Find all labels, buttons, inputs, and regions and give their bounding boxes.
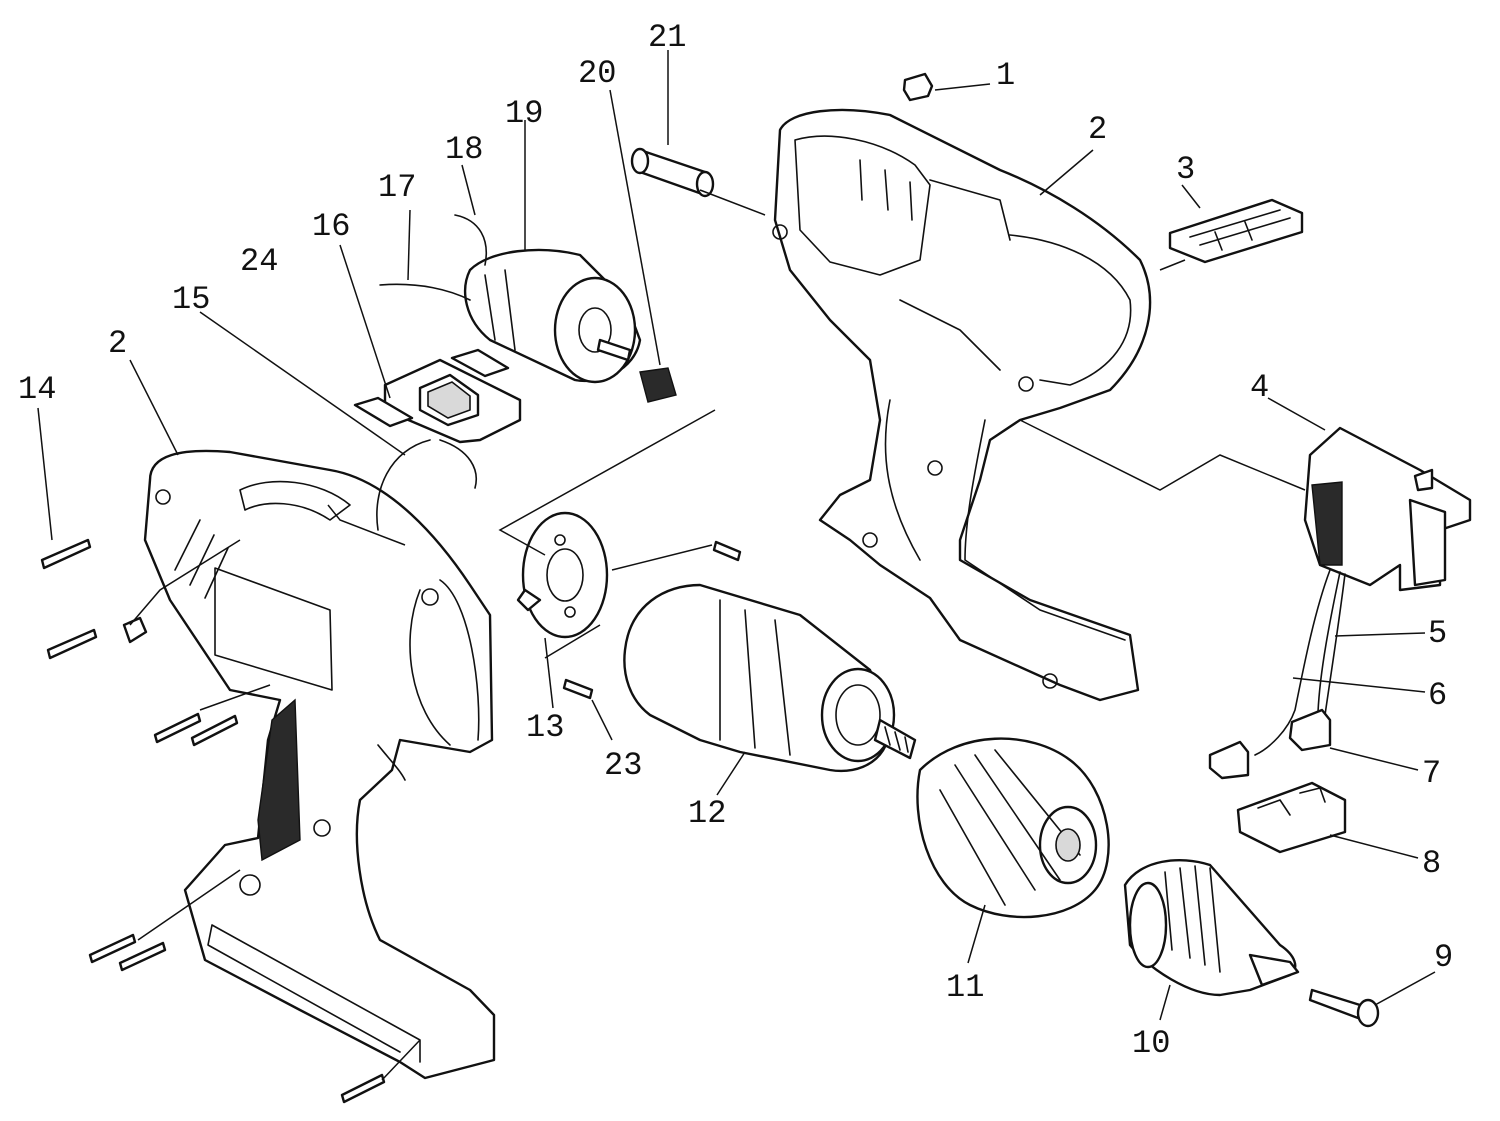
callout-18: 18 [445,131,483,168]
part-1-clip [902,72,934,102]
part-13-motor-plate [516,511,609,639]
callout-24: 24 [240,243,278,280]
callout-23: 23 [604,747,642,784]
part-19-motor [463,248,642,384]
part-20-pinion [639,367,677,403]
callout-5: 5 [1428,615,1447,652]
part-4-trigger-switch [1303,426,1472,592]
callout-20: 20 [578,55,616,92]
callout-1: 1 [996,57,1015,94]
callout-9: 9 [1434,939,1453,976]
callout-21: 21 [648,19,686,56]
leader-lines [37,50,1436,1081]
callout-3: 3 [1176,151,1195,188]
callout-16: 16 [312,208,350,245]
callout-19: 19 [505,95,543,132]
callout-2-right: 2 [1088,111,1107,148]
part-14-screws [40,538,386,1104]
part-12-gearbox [623,583,917,773]
callout-10: 10 [1132,1025,1170,1062]
callout-7: 7 [1422,755,1441,792]
part-21-sleeve [630,147,715,198]
part-3-switch-plate [1168,198,1304,264]
part-15-spring [376,439,477,531]
callout-labels: 1 2 3 4 5 6 7 8 9 10 11 12 13 14 15 16 1… [18,19,1453,1062]
callout-6: 6 [1428,677,1447,714]
part-5-6-wires [1254,569,1346,756]
part-24-sliders [353,348,510,428]
callout-14: 14 [18,371,56,408]
part-10-chuck [1123,859,1300,997]
callout-13: 13 [526,709,564,746]
callout-17: 17 [378,169,416,206]
callout-8: 8 [1422,845,1441,882]
part-7-terminals [1208,708,1332,780]
part-8-terminal-block [1236,781,1347,854]
callout-4: 4 [1250,369,1269,406]
callout-11: 11 [946,969,984,1006]
right-housing-half [772,108,1152,702]
part-11-collar [916,737,1110,919]
callout-2-left: 2 [108,325,127,362]
part-17-18-lead-wires [379,214,487,301]
part-16-reversing-switch [383,358,522,444]
part-9-screw [1308,988,1380,1028]
left-housing-half [143,449,496,1080]
part-23-screws [562,540,742,700]
callout-15: 15 [172,281,210,318]
callout-12: 12 [688,795,726,832]
